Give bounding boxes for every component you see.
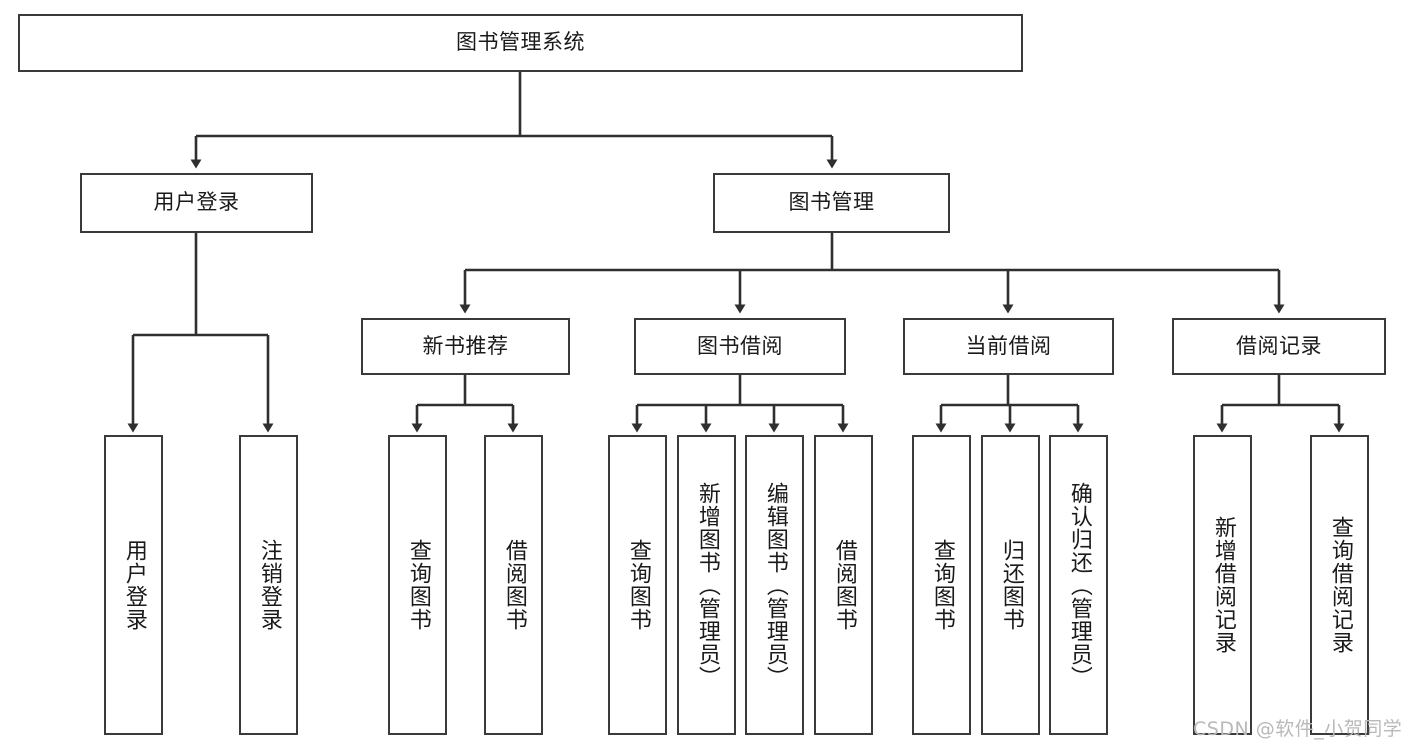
node-root-system[interactable]: 图书管理系统 [18, 14, 1023, 72]
node-label: 查询借阅记录 [1327, 516, 1353, 654]
leaf-borrow-add-book-admin[interactable]: 新增图书（管理员） [677, 435, 736, 735]
leaf-borrow-query-book[interactable]: 查询图书 [608, 435, 667, 735]
node-label: 当前借阅 [965, 333, 1052, 358]
node-label: 查询图书 [625, 539, 651, 631]
node-user-login[interactable]: 用户登录 [80, 173, 313, 233]
node-label: 用户登录 [153, 190, 240, 215]
leaf-record-query-record[interactable]: 查询借阅记录 [1310, 435, 1369, 735]
leaf-current-return-book[interactable]: 归还图书 [981, 435, 1040, 735]
watermark-text: CSDN @软件_小贺同学 [1193, 718, 1403, 740]
node-borrow-record[interactable]: 借阅记录 [1172, 318, 1386, 375]
node-label: 借阅图书 [831, 539, 857, 631]
node-new-book-recommend[interactable]: 新书推荐 [361, 318, 570, 375]
node-label: 图书借阅 [697, 333, 783, 358]
leaf-user-login-logout[interactable]: 注销登录 [239, 435, 298, 735]
node-label: 注销登录 [256, 539, 282, 631]
node-label: 编辑图书（管理员） [762, 481, 788, 689]
node-current-borrow[interactable]: 当前借阅 [903, 318, 1114, 375]
node-label: 借阅记录 [1236, 333, 1322, 358]
leaf-recommend-query-book[interactable]: 查询图书 [388, 435, 447, 735]
node-label: 借阅图书 [501, 539, 527, 631]
leaf-current-confirm-return-admin[interactable]: 确认归还（管理员） [1049, 435, 1108, 735]
node-label: 归还图书 [998, 539, 1024, 631]
node-label: 图书管理系统 [456, 30, 585, 55]
node-label: 查询图书 [405, 539, 431, 631]
node-label: 用户登录 [121, 539, 147, 631]
node-label: 新增借阅记录 [1210, 516, 1236, 654]
node-book-borrow[interactable]: 图书借阅 [634, 318, 846, 375]
node-label: 新书推荐 [422, 333, 509, 358]
leaf-user-login-login[interactable]: 用户登录 [104, 435, 163, 735]
node-label: 图书管理 [788, 190, 875, 215]
node-label: 新增图书（管理员） [694, 481, 720, 689]
leaf-borrow-borrow-book[interactable]: 借阅图书 [814, 435, 873, 735]
leaf-borrow-edit-book-admin[interactable]: 编辑图书（管理员） [745, 435, 804, 735]
leaf-recommend-borrow-book[interactable]: 借阅图书 [484, 435, 543, 735]
leaf-record-add-record[interactable]: 新增借阅记录 [1193, 435, 1252, 735]
node-label: 查询图书 [929, 539, 955, 631]
leaf-current-query-book[interactable]: 查询图书 [912, 435, 971, 735]
node-book-management[interactable]: 图书管理 [713, 173, 950, 233]
node-label: 确认归还（管理员） [1066, 481, 1092, 689]
